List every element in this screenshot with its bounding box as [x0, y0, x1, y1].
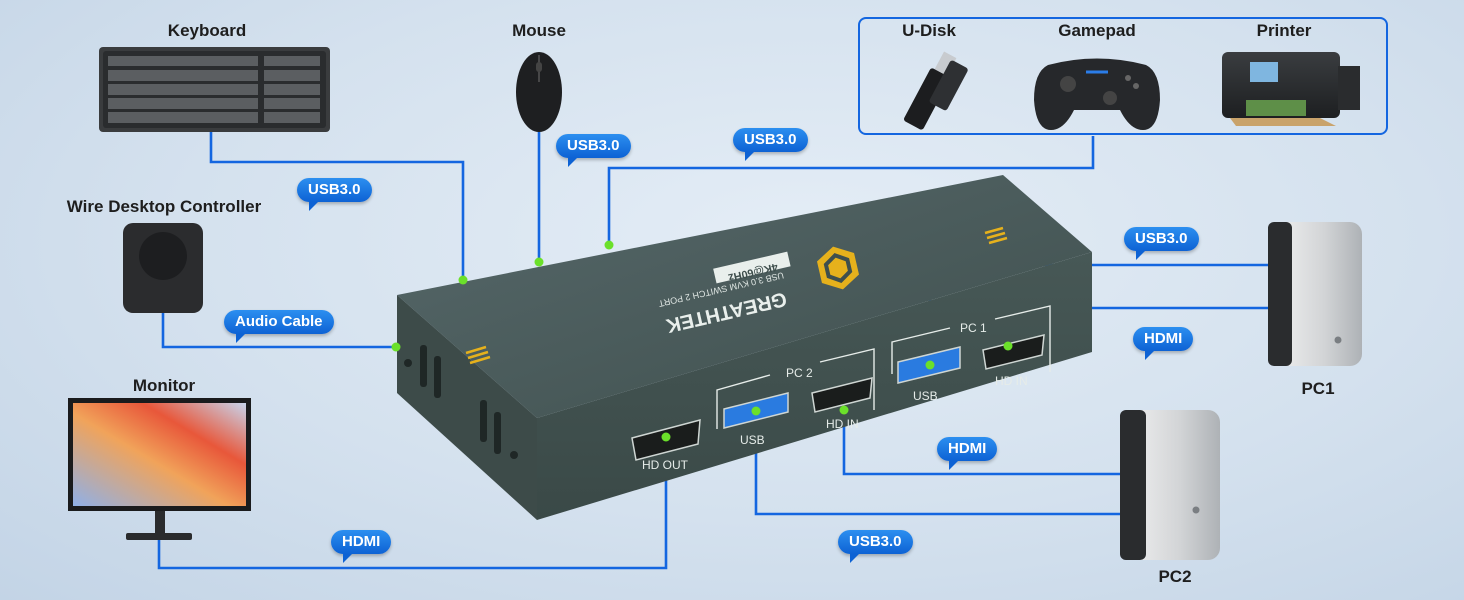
pc2-group-label: PC 2	[786, 366, 813, 380]
mouse-label: Mouse	[512, 21, 566, 40]
kvm-top	[397, 175, 1092, 418]
kvm-switch	[397, 175, 1092, 520]
usb-pc1-tag: USB3.0	[1124, 227, 1199, 260]
port-pc1-hd-in	[982, 334, 1045, 370]
udisk-label: U-Disk	[902, 21, 956, 40]
gamepad-label: Gamepad	[1058, 21, 1136, 40]
mouse-icon	[516, 52, 562, 132]
usb-mouse-tag: USB3.0	[556, 134, 631, 167]
kvm-left-side	[397, 295, 537, 520]
hdmi-pc1-tag: HDMI	[1133, 327, 1194, 360]
usb-drive-icon	[904, 51, 968, 130]
label-pc2-usb: USB	[740, 433, 765, 447]
pc2-hdmi-cable	[842, 410, 1120, 476]
controller-label: Wire Desktop Controller	[66, 197, 262, 216]
printer-icon	[1222, 52, 1360, 126]
keyboard-icon	[99, 47, 330, 132]
audio-cable-tag: Audio Cable	[224, 310, 334, 343]
desktop-controller-icon	[123, 223, 203, 313]
monitor-hdmi-cable	[157, 437, 668, 570]
usb-pc2-tag: USB3.0	[838, 530, 913, 563]
peripheral-group-box	[858, 17, 1388, 135]
brand-logo	[817, 246, 859, 290]
port-pc2-hd-in	[811, 377, 873, 413]
pc1-label: PC1	[1301, 379, 1335, 398]
connector-dots	[391, 240, 1013, 442]
label-hd-out: HD OUT	[642, 458, 689, 472]
label-pc2-hd-in: HD IN	[826, 417, 859, 431]
usb-peripherals-tag: USB3.0	[733, 128, 808, 161]
keyboard-label: Keyboard	[167, 21, 247, 40]
label-pc1-usb: USB	[913, 389, 938, 403]
audio-cable-line	[161, 312, 396, 349]
kvm-front	[537, 252, 1092, 520]
monitor-label: Monitor	[132, 376, 196, 395]
pc2-label: PC2	[1158, 567, 1192, 586]
monitor-icon	[68, 398, 251, 540]
keyboard-cable	[209, 132, 465, 280]
usb-keyboard-tag: USB3.0	[297, 178, 372, 211]
side-vents	[404, 345, 518, 459]
pc1-group-label: PC 1	[960, 321, 987, 335]
printer-label: Printer	[1256, 21, 1312, 40]
label-pc1-hd-in: HD IN	[995, 374, 1028, 388]
peripherals-cable	[607, 136, 1095, 245]
corner-stripes	[465, 226, 1008, 365]
pc2-tower-icon	[1120, 410, 1220, 560]
hdmi-monitor-tag: HDMI	[331, 530, 392, 563]
hdmi-pc2-tag: HDMI	[937, 437, 998, 470]
pc1-tower-icon	[1268, 222, 1362, 366]
gamepad-icon	[1034, 58, 1160, 130]
